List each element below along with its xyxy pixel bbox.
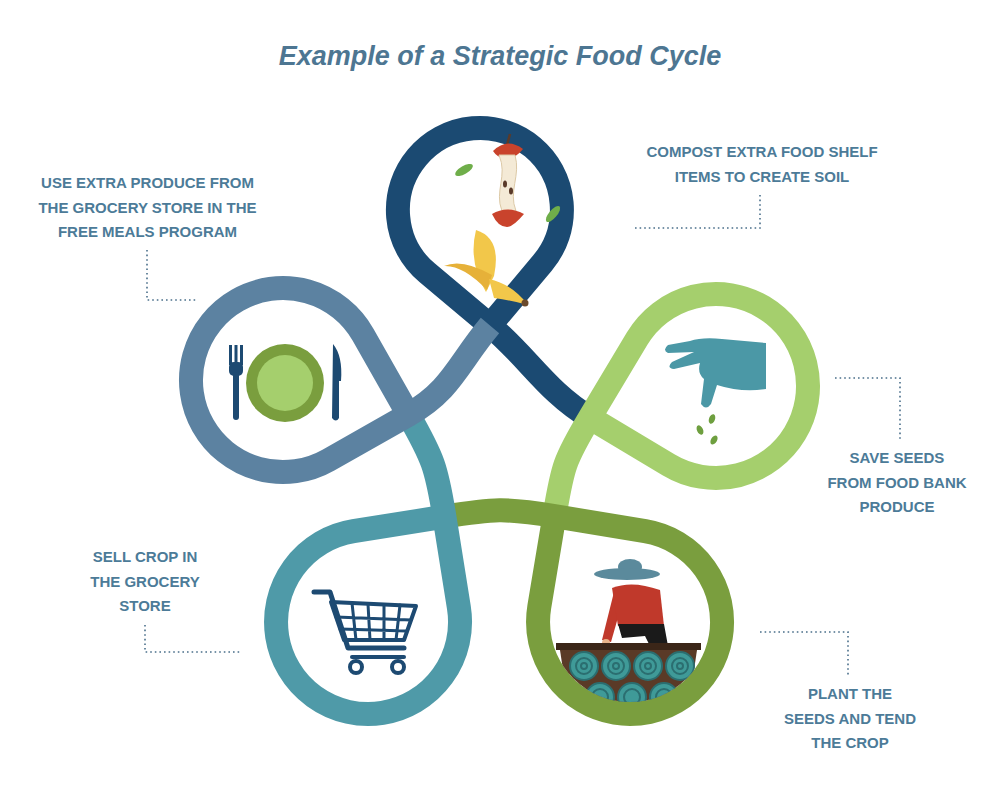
plate-rim (246, 344, 324, 422)
cabbage-swirls (576, 658, 688, 705)
leader-line (835, 378, 900, 440)
leader-line (147, 250, 196, 300)
apple-bottom (492, 210, 524, 228)
step-label: PLANT THE SEEDS AND TEND THE CROP (782, 682, 918, 756)
cart-wheel (392, 661, 404, 673)
ribbon-loop (191, 288, 490, 472)
ribbon-loop (444, 510, 722, 714)
seed (707, 413, 716, 424)
step-label: COMPOST EXTRA FOOD SHELF ITEMS TO CREATE… (637, 140, 887, 189)
cycle-step: USE EXTRA PRODUCE FROM THE GROCERY STORE… (179, 276, 387, 484)
cart-grid (336, 603, 411, 640)
leaf (544, 204, 563, 224)
leader-line (632, 195, 760, 228)
seed-hand-icon (665, 338, 766, 445)
meal-icon (229, 344, 341, 422)
cycle-step: SAVE SEEDS FROM FOOD BANK PRODUCE (612, 282, 820, 490)
cart-wheel (350, 661, 362, 673)
cart-icon (314, 592, 416, 673)
hat-brim (594, 568, 660, 580)
fork-tine (229, 345, 232, 365)
fork-handle (233, 372, 239, 420)
hand (665, 338, 766, 407)
step-label: SELL CROP IN THE GROCERY STORE (85, 545, 205, 619)
step-label: SAVE SEEDS FROM FOOD BANK PRODUCE (827, 446, 967, 520)
cycle-step: PLANT THE SEEDS AND TEND THE CROP (526, 518, 734, 726)
ribbon-loop (554, 294, 808, 516)
apple-seed (509, 188, 513, 195)
compost-icon (444, 134, 562, 307)
farmer-pants (618, 624, 668, 646)
step-label: USE EXTRA PRODUCE FROM THE GROCERY STORE… (30, 171, 265, 245)
diagram-title: Example of a Strategic Food Cycle (0, 38, 1000, 74)
knife (332, 344, 341, 421)
cart-base (352, 655, 404, 659)
planter-rim (556, 643, 701, 650)
seed (709, 434, 719, 446)
banana-peel (444, 263, 492, 290)
cabbages (570, 652, 694, 711)
cycle-ribbon (191, 128, 808, 714)
plate-center (257, 355, 313, 411)
leader-line (760, 632, 848, 676)
seed (695, 424, 705, 436)
apple-core (499, 155, 517, 211)
apple-seed (503, 181, 507, 188)
leader-line (145, 625, 240, 652)
fork-tine (240, 345, 243, 365)
leader-lines (145, 195, 900, 676)
farmer-shirt (612, 584, 664, 626)
cycle-step: COMPOST EXTRA FOOD SHELF ITEMS TO CREATE… (386, 116, 574, 304)
banana-tip (522, 300, 529, 307)
ribbon-loop (398, 128, 590, 418)
cart-basket (331, 602, 416, 640)
planter (560, 650, 697, 710)
leaf (453, 162, 474, 179)
cycle-step: SELL CROP IN THE GROCERY STORE (264, 518, 472, 726)
farmer-icon (556, 559, 701, 711)
apple-stem (507, 134, 510, 145)
